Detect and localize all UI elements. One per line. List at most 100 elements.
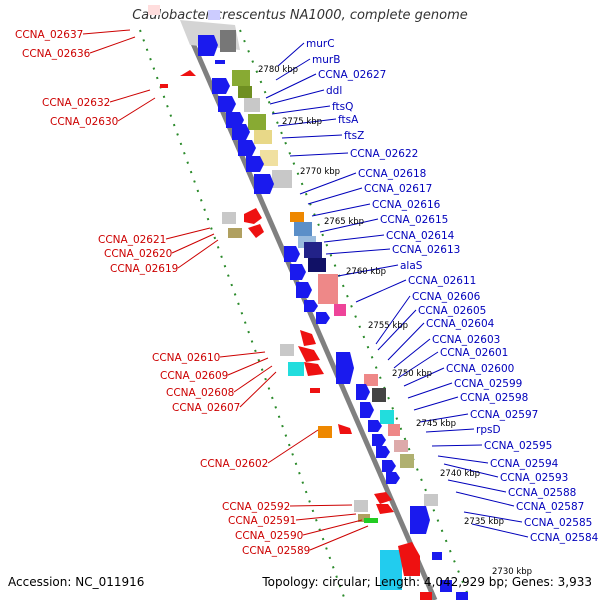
gene-arrow bbox=[238, 140, 256, 156]
gene-block-dark bbox=[372, 388, 386, 402]
leader-line bbox=[277, 118, 337, 127]
leader-line bbox=[397, 351, 439, 379]
gene-label-left: CCNA_02637 bbox=[15, 29, 83, 41]
gene-arrow bbox=[432, 552, 442, 560]
gene-block-green bbox=[232, 70, 250, 86]
gene-arrow-reverse bbox=[160, 84, 168, 88]
leader-line bbox=[117, 97, 156, 122]
gene-label-right: murC bbox=[306, 38, 335, 50]
leader-line bbox=[309, 525, 369, 551]
gene-arrow bbox=[284, 246, 300, 262]
gene-arrow bbox=[254, 174, 274, 194]
gene-block-cyan bbox=[380, 410, 394, 424]
gene-label-left: CCNA_02620 bbox=[104, 248, 172, 260]
gene-block-salmon bbox=[388, 424, 400, 436]
leader-line bbox=[307, 187, 363, 205]
gene-arrow bbox=[296, 282, 312, 298]
label-leader-lines bbox=[82, 29, 529, 551]
gene-label-right: CCNA_02618 bbox=[358, 168, 426, 180]
leader-line bbox=[337, 264, 399, 277]
kbp-tick-label: 2735 kbp bbox=[464, 517, 504, 527]
kbp-tick-label: 2740 kbp bbox=[440, 469, 480, 479]
gene-label-left: CCNA_02610 bbox=[152, 352, 220, 364]
gene-label-right: CCNA_02622 bbox=[350, 148, 418, 160]
gene-label-right: CCNA_02593 bbox=[500, 472, 568, 484]
leader-line bbox=[281, 134, 343, 139]
gene-arrow bbox=[410, 506, 430, 534]
leader-line bbox=[289, 152, 349, 157]
gene-arrow-reverse bbox=[420, 592, 432, 600]
gene-arrow bbox=[440, 580, 452, 592]
gene-arrow bbox=[246, 156, 264, 172]
kbp-tick-label: 2770 kbp bbox=[300, 167, 340, 177]
gene-arrow bbox=[372, 434, 386, 446]
gene-label-right: CCNA_02617 bbox=[364, 183, 432, 195]
gene-label-right: CCNA_02594 bbox=[490, 458, 559, 470]
gene-block-salmon bbox=[364, 374, 378, 386]
gene-arrow bbox=[376, 446, 390, 458]
leader-line bbox=[463, 511, 523, 523]
gene-block-orange bbox=[290, 212, 304, 222]
accession-text: Accession: NC_011916 bbox=[8, 575, 145, 589]
leader-line bbox=[319, 218, 379, 233]
leader-line bbox=[419, 413, 469, 423]
gene-label-left: CCNA_02619 bbox=[110, 263, 178, 275]
gene-label-right: ftsA bbox=[338, 114, 359, 126]
gene-label-right: CCNA_02595 bbox=[484, 440, 552, 452]
leader-line bbox=[437, 455, 489, 464]
leader-line bbox=[302, 519, 363, 536]
gene-block-navy bbox=[304, 242, 322, 258]
gene-block-yellow bbox=[254, 130, 272, 144]
leader-line bbox=[431, 444, 483, 447]
gene-label-right: CCNA_02613 bbox=[392, 244, 460, 256]
gene-block-olive bbox=[228, 228, 242, 238]
gene-label-right: CCNA_02600 bbox=[446, 363, 514, 375]
gene-block-gray bbox=[272, 170, 292, 188]
gene-label-right: rpsD bbox=[476, 424, 501, 436]
leader-line bbox=[443, 463, 499, 478]
gene-arrow-reverse bbox=[374, 492, 392, 504]
kbp-tick-label: 2765 kbp bbox=[324, 217, 364, 227]
leader-line bbox=[109, 89, 151, 103]
gene-label-left: CCNA_02602 bbox=[200, 458, 268, 470]
leader-line bbox=[239, 371, 277, 408]
gene-block-gray bbox=[244, 98, 260, 112]
gene-label-right: CCNA_02604 bbox=[426, 318, 495, 330]
gene-block-yellow bbox=[260, 150, 278, 166]
gene-label-right: ddl bbox=[326, 85, 342, 97]
leader-line bbox=[233, 365, 273, 393]
gene-arrow bbox=[456, 592, 468, 600]
topology-text: Topology: circular; Length: 4,042,929 bp… bbox=[262, 575, 592, 589]
gene-label-left: CCNA_02636 bbox=[22, 48, 91, 60]
gene-label-right: CCNA_02601 bbox=[440, 347, 508, 359]
gene-label-left: CCNA_02589 bbox=[242, 545, 310, 557]
leader-line bbox=[269, 89, 325, 105]
gene-label-right: CCNA_02615 bbox=[380, 214, 448, 226]
leader-line bbox=[277, 42, 305, 67]
gene-arrow-reverse bbox=[338, 424, 352, 434]
gene-label-left: CCNA_02609 bbox=[160, 370, 228, 382]
gene-arrow bbox=[232, 124, 250, 140]
gene-label-right: CCNA_02627 bbox=[318, 69, 386, 81]
gene-arrow bbox=[336, 352, 354, 384]
leader-line bbox=[323, 234, 385, 243]
gene-label-left: CCNA_02621 bbox=[98, 234, 166, 246]
gene-label-right: ftsZ bbox=[344, 130, 364, 142]
gene-label-right: CCNA_02616 bbox=[372, 199, 441, 211]
gene-block-orange bbox=[318, 426, 332, 438]
gene-block-gray bbox=[354, 500, 368, 512]
gene-label-right: ftsQ bbox=[332, 101, 353, 113]
gene-label-left: CCNA_02591 bbox=[228, 515, 296, 527]
gene-labels: CCNA_02637CCNA_02636CCNA_02632CCNA_02630… bbox=[15, 29, 599, 557]
leader-line bbox=[387, 322, 425, 361]
gene-label-right: alaS bbox=[400, 260, 423, 272]
leader-line bbox=[219, 351, 266, 358]
leader-line bbox=[295, 513, 357, 521]
gene-arrow-reverse bbox=[244, 208, 262, 224]
kbp-tick-label: 2750 kbp bbox=[392, 369, 432, 379]
gene-arrow bbox=[304, 300, 318, 312]
gene-label-right: CCNA_02599 bbox=[454, 378, 522, 390]
gene-block-green-dark bbox=[238, 86, 252, 98]
gene-arrow bbox=[215, 60, 225, 64]
